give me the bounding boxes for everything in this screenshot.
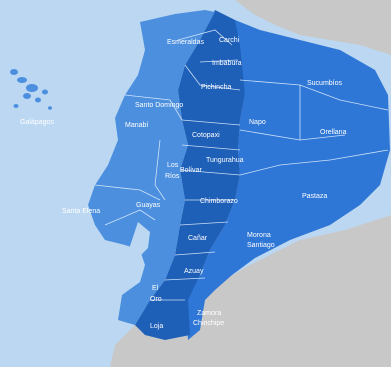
- island: [13, 104, 19, 108]
- amazon-region: [185, 20, 390, 340]
- island: [48, 106, 52, 110]
- galapagos-islands: [10, 69, 52, 110]
- label-azuay: Azuay: [184, 268, 204, 275]
- label-esmeraldas: Esmeraldas: [167, 39, 204, 46]
- label-pastaza: Pastaza: [302, 193, 327, 200]
- label-bolivar: Bolívar: [180, 167, 202, 174]
- gulf-of-guayaquil: [128, 222, 150, 256]
- coast-region: [88, 10, 215, 325]
- island: [17, 77, 27, 83]
- label-orellana: Orellana: [320, 129, 347, 136]
- label-zamora-1: Zamora: [197, 310, 221, 317]
- label-carchi: Carchi: [219, 37, 240, 44]
- label-cotopaxi: Cotopaxi: [192, 132, 220, 139]
- label-los-rios-1: Los: [167, 162, 179, 169]
- island: [10, 69, 18, 75]
- label-napo: Napo: [249, 119, 266, 126]
- label-pichincha: Pichincha: [201, 84, 231, 91]
- colombia-region: [235, 0, 391, 55]
- island: [23, 93, 31, 99]
- label-galapagos: Galápagos: [20, 119, 54, 126]
- province-borders: [94, 29, 389, 301]
- label-imbabura: Imbabura: [212, 60, 242, 67]
- label-loja: Loja: [150, 323, 163, 330]
- label-santo-domingo: Santo Domingo: [135, 102, 183, 109]
- label-morona-2: Santiago: [247, 242, 275, 249]
- label-manabi: Manabí: [125, 122, 148, 129]
- island: [42, 89, 48, 95]
- island: [26, 84, 38, 92]
- label-tungurahua: Tungurahua: [206, 157, 244, 164]
- label-el-oro-2: Oro: [150, 296, 162, 303]
- label-chimborazo: Chimborazo: [200, 198, 238, 205]
- label-el-oro-1: El: [152, 285, 159, 292]
- label-los-rios-2: Ríos: [165, 173, 180, 180]
- label-canar: Cañar: [188, 235, 208, 242]
- label-guayas: Guayas: [136, 202, 161, 209]
- label-sucumbios: Sucumbíos: [307, 80, 343, 87]
- label-morona-1: Morona: [247, 232, 271, 239]
- sierra-region: [135, 10, 245, 340]
- label-santa-elena: Santa Elena: [62, 208, 100, 215]
- label-zamora-2: Chinchipe: [193, 320, 224, 327]
- island: [35, 97, 41, 103]
